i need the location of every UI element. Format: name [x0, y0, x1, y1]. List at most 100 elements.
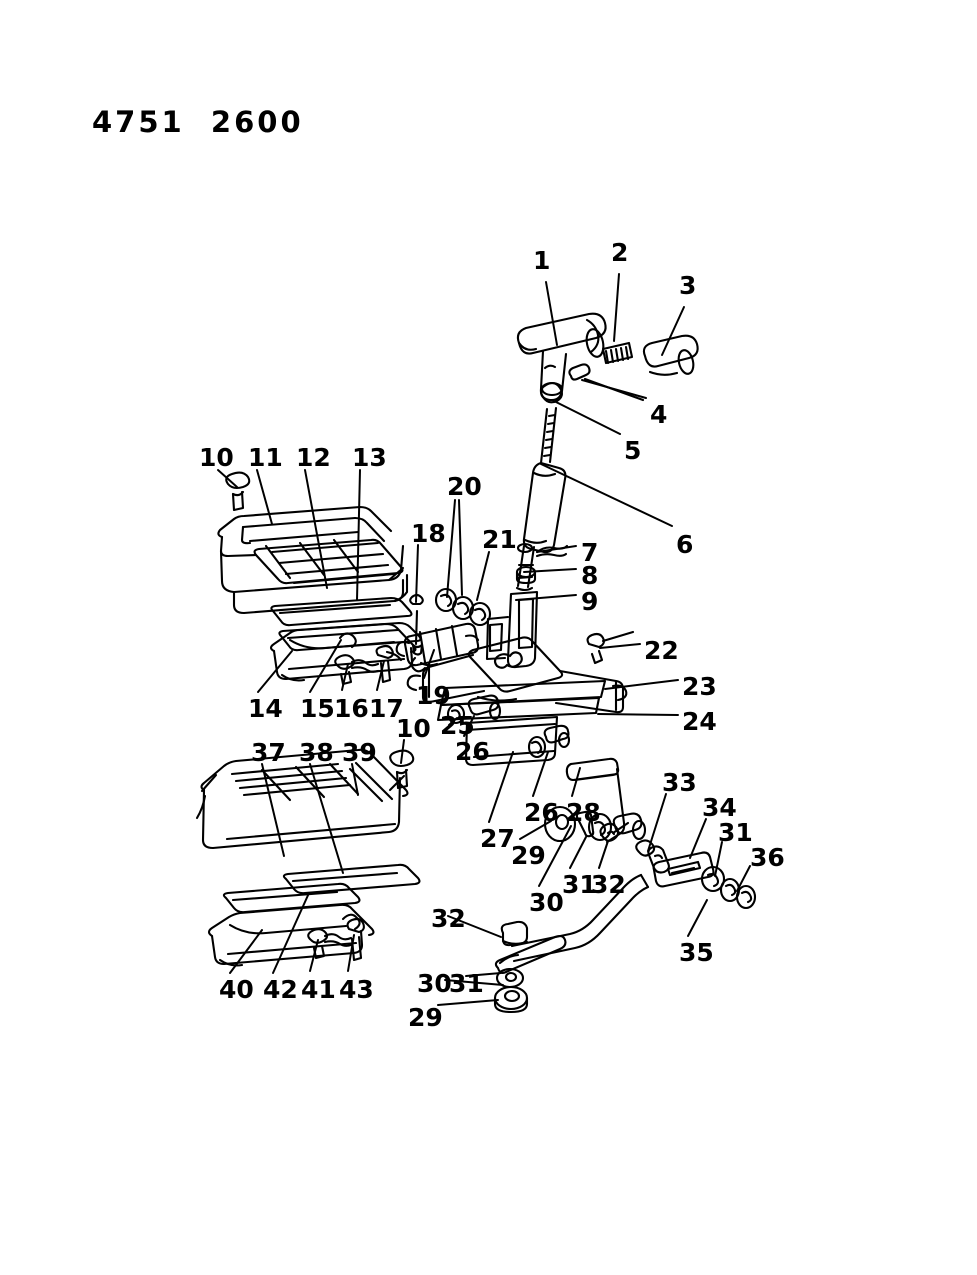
callout-26-27: 26 [524, 798, 559, 827]
callout-3-2: 3 [679, 271, 697, 300]
leader-line-35 [687, 899, 708, 937]
leader-line-29 [519, 820, 552, 840]
callout-35-37: 35 [679, 938, 714, 967]
leader-line-33 [647, 793, 667, 852]
part-bushing-26a [467, 694, 502, 721]
leader-line-18 [415, 544, 419, 603]
leader-line-39 [351, 763, 359, 796]
callout-4-3: 4 [650, 400, 668, 429]
callout-42-43: 42 [263, 975, 298, 1004]
callout-41-44: 41 [301, 975, 336, 1004]
callout-1-0: 1 [533, 246, 551, 275]
part-shift-knob-handle [516, 312, 607, 402]
leader-line-41 [309, 939, 319, 972]
catalog-number: 4751 2600 [92, 105, 304, 139]
callout-37-39: 37 [251, 738, 286, 767]
callout-36-36: 36 [750, 843, 785, 872]
leader-line-2 [613, 273, 620, 342]
part-washer-36 [735, 884, 757, 910]
part-washer-31b [700, 865, 726, 893]
callout-17-16: 17 [369, 694, 404, 723]
part-console-shell-39 [195, 748, 409, 850]
part-screw-22 [586, 630, 635, 665]
callout-31-35: 31 [718, 818, 753, 847]
leader-line-3 [661, 306, 685, 356]
callout-30-30: 30 [529, 888, 564, 917]
callout-31-47: 31 [449, 969, 484, 998]
leader-line-7 [536, 545, 577, 553]
part-bushing-32 [612, 812, 647, 841]
callout-2-1: 2 [611, 238, 629, 267]
callout-10-9: 10 [199, 443, 234, 472]
part-knob-cap [642, 334, 699, 376]
leader-line-24 [597, 713, 679, 716]
leader-line-17 [376, 660, 385, 691]
callout-25-24: 25 [440, 711, 475, 740]
callout-10-38: 10 [396, 714, 431, 743]
callout-9-8: 9 [581, 587, 599, 616]
part-bushing-32-lower [500, 920, 529, 947]
part-torque-shaft-35 [510, 851, 715, 963]
callout-22-21: 22 [644, 636, 679, 665]
part-bushings-20-21 [434, 587, 492, 627]
leader-line-32 [447, 915, 502, 938]
callout-32-32: 32 [591, 870, 626, 899]
callout-13-12: 13 [352, 443, 387, 472]
part-spring-insert [601, 341, 634, 365]
callout-38-40: 38 [299, 738, 334, 767]
leader-line-22 [599, 643, 641, 649]
callout-29-49: 29 [408, 1003, 443, 1032]
leader-line-34 [689, 818, 707, 859]
callout-21-20: 21 [482, 525, 517, 554]
callout-43-45: 43 [339, 975, 374, 1004]
part-shift-lever-rod [515, 382, 567, 592]
leader-line-40 [229, 929, 263, 974]
leader-line-5 [555, 401, 621, 435]
leader-line-31 [714, 841, 723, 877]
part-screw-18 [409, 593, 424, 656]
leader-line-23 [604, 679, 679, 690]
leader-line-32 [598, 840, 609, 869]
leader-line-11 [256, 469, 273, 525]
callout-6-5: 6 [676, 530, 694, 559]
leader-line-10 [217, 469, 238, 488]
part-washer-29-lower [493, 985, 529, 1014]
callout-24-23: 24 [682, 707, 717, 736]
callout-26-25: 26 [455, 737, 490, 766]
leader-line-13 [356, 469, 361, 601]
callout-5-4: 5 [624, 436, 642, 465]
leader-line-37 [261, 763, 285, 857]
leader-line-26 [532, 751, 549, 797]
part-gasket-38 [282, 863, 421, 895]
leader-line-43 [347, 934, 355, 972]
leader-line-26 [463, 715, 475, 737]
leader-line-20 [458, 499, 463, 596]
leader-line-38 [309, 763, 344, 874]
part-pin-30-lower [494, 934, 567, 974]
leader-line-12 [304, 469, 328, 589]
leader-line-16 [341, 663, 349, 691]
callout-15-14: 15 [300, 694, 335, 723]
callout-34-34: 34 [702, 793, 737, 822]
part-screw-43 [346, 917, 365, 962]
callout-39-41: 39 [342, 738, 377, 767]
callout-14-13: 14 [248, 694, 283, 723]
callout-8-7: 8 [581, 561, 599, 590]
callout-7-6: 7 [581, 538, 599, 567]
part-pin-30 [575, 810, 595, 838]
leader-line-1 [545, 281, 558, 346]
leader-line-20 [446, 499, 456, 598]
callout-29-29: 29 [511, 841, 546, 870]
callout-16-15: 16 [334, 694, 369, 723]
part-lever-blade [485, 590, 539, 669]
callout-33-33: 33 [662, 768, 697, 797]
leader-line-42 [272, 892, 310, 974]
leader-line-14 [257, 650, 293, 693]
callout-32-46: 32 [431, 904, 466, 933]
callout-30-48: 30 [417, 969, 452, 998]
leader-line-27 [488, 751, 514, 823]
callout-40-42: 40 [219, 975, 254, 1004]
part-bushing-26b [527, 724, 571, 759]
